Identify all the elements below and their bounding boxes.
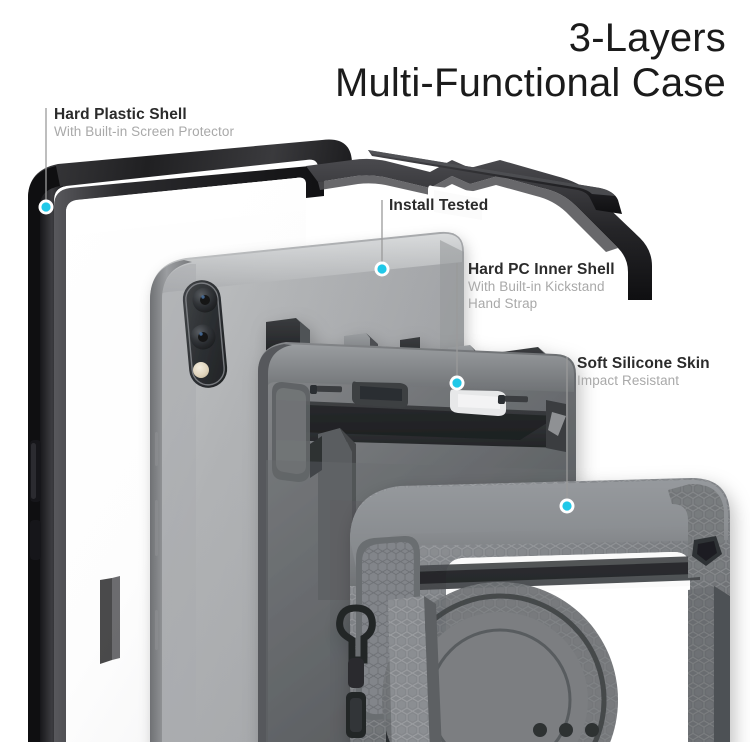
callout-hard-pc-inner-shell: Hard PC Inner Shell With Built-in Kickst… bbox=[468, 261, 615, 313]
callout-subtitle-line-1: With Built-in Kickstand bbox=[468, 279, 605, 294]
page-title: 3-Layers Multi-Functional Case bbox=[335, 16, 726, 106]
callout-heading: Soft Silicone Skin bbox=[577, 355, 710, 372]
title-line-2: Multi-Functional Case bbox=[334, 60, 726, 105]
callout-install-tested: Install Tested bbox=[389, 197, 488, 215]
callout-heading: Hard PC Inner Shell bbox=[468, 261, 615, 278]
callout-heading: Hard Plastic Shell bbox=[54, 106, 187, 123]
callout-soft-silicone-skin: Soft Silicone Skin Impact Resistant bbox=[577, 355, 710, 390]
silicone-hand-strap bbox=[336, 596, 442, 750]
callout-heading: Install Tested bbox=[389, 197, 489, 214]
layer-soft-silicone-skin bbox=[336, 477, 730, 750]
title-line-1: 3-Layers bbox=[568, 16, 726, 60]
callout-subtitle: Impact Resistant bbox=[577, 373, 680, 388]
silicone-kickstand-ring bbox=[382, 582, 618, 750]
callout-subtitle: With Built-in Screen Protector bbox=[54, 124, 235, 139]
callout-hard-plastic-shell: Hard Plastic Shell With Built-in Screen … bbox=[54, 106, 234, 141]
silicone-speaker-dots bbox=[533, 723, 599, 737]
callout-subtitle-line-2: Hand Strap bbox=[468, 295, 538, 311]
